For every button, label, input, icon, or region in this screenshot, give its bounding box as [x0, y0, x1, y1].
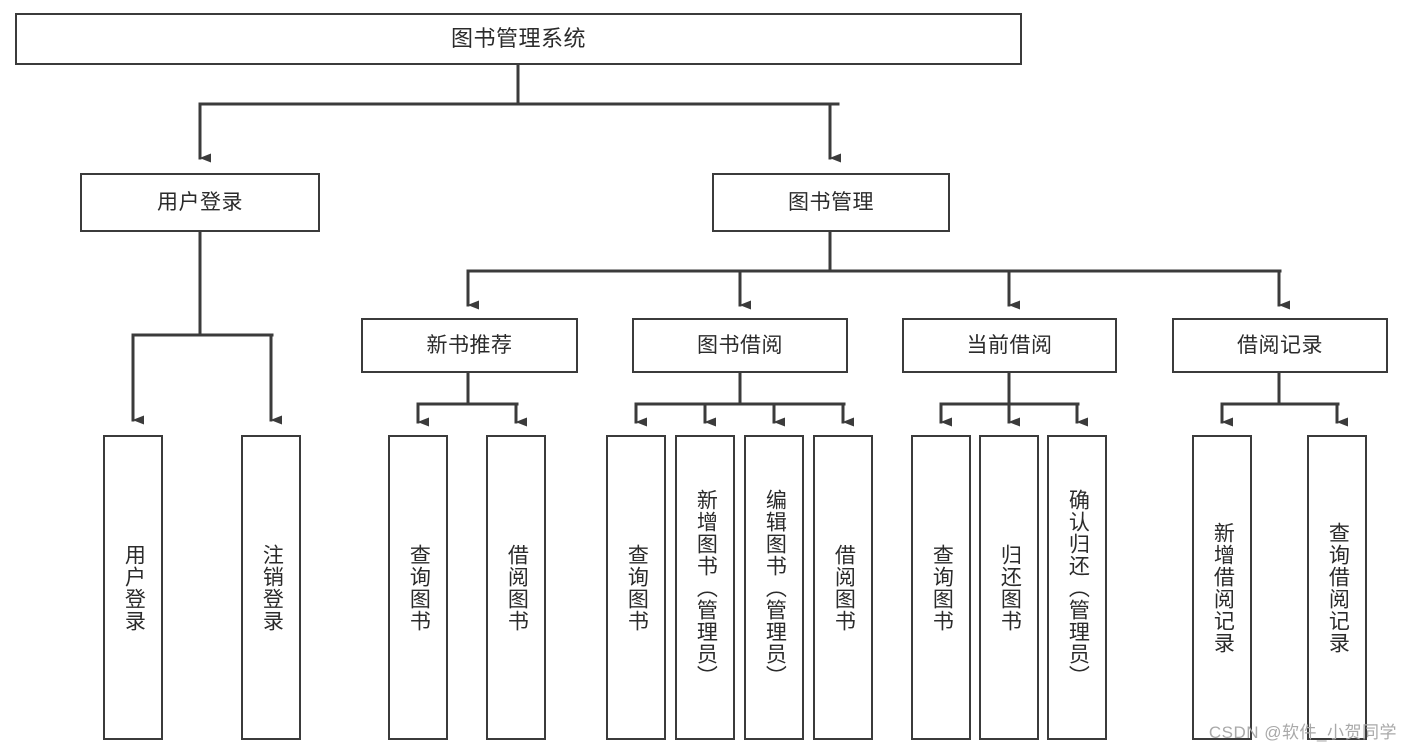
node-leaf-query-book-recommend[interactable]: 查询图书 — [388, 435, 448, 740]
node-label: 注销登录 — [260, 543, 284, 632]
node-leaf-user-logout[interactable]: 注销登录 — [241, 435, 301, 740]
node-label: 借阅图书 — [505, 543, 529, 632]
node-book-management[interactable]: 图书管理 — [712, 173, 950, 232]
node-leaf-add-borrow-record[interactable]: 新增借阅记录 — [1192, 435, 1252, 740]
node-label: 图书借阅 — [697, 333, 783, 357]
node-label: 图书管理 — [788, 190, 874, 214]
node-leaf-borrow-book-recommend[interactable]: 借阅图书 — [486, 435, 546, 740]
node-label: 查询图书 — [930, 543, 954, 632]
node-label: 用户登录 — [157, 190, 243, 214]
node-book-borrow[interactable]: 图书借阅 — [632, 318, 848, 373]
node-leaf-lend-book[interactable]: 借阅图书 — [813, 435, 873, 740]
node-current-borrow[interactable]: 当前借阅 — [902, 318, 1117, 373]
node-label: 当前借阅 — [966, 333, 1053, 357]
node-leaf-query-borrow-record[interactable]: 查询借阅记录 — [1307, 435, 1367, 740]
node-label: 用户登录 — [122, 543, 146, 632]
node-leaf-user-login[interactable]: 用户登录 — [103, 435, 163, 740]
node-root-book-management-system[interactable]: 图书管理系统 — [15, 13, 1022, 65]
node-label: 查询借阅记录 — [1326, 521, 1350, 654]
node-new-book-recommend[interactable]: 新书推荐 — [361, 318, 578, 373]
node-label: 归还图书 — [998, 543, 1022, 632]
node-leaf-query-book[interactable]: 查询图书 — [606, 435, 666, 740]
node-label: 新书推荐 — [426, 333, 513, 357]
node-label: 借阅图书 — [832, 543, 856, 632]
node-label: 确认归还（管理员） — [1066, 488, 1090, 687]
node-leaf-query-book-current[interactable]: 查询图书 — [911, 435, 971, 740]
node-label: 编辑图书（管理员） — [763, 488, 787, 687]
node-label: 新增借阅记录 — [1211, 521, 1235, 654]
csdn-watermark: CSDN @软件_小贺同学 — [1208, 723, 1397, 742]
node-label: 查询图书 — [625, 543, 649, 632]
node-leaf-return-book[interactable]: 归还图书 — [979, 435, 1039, 740]
node-leaf-confirm-return-admin[interactable]: 确认归还（管理员） — [1047, 435, 1107, 740]
node-borrow-record[interactable]: 借阅记录 — [1172, 318, 1388, 373]
node-label: 借阅记录 — [1237, 333, 1323, 357]
node-label: 新增图书（管理员） — [694, 488, 718, 687]
node-user-login[interactable]: 用户登录 — [80, 173, 320, 232]
node-leaf-edit-book-admin[interactable]: 编辑图书（管理员） — [744, 435, 804, 740]
node-leaf-add-book-admin[interactable]: 新增图书（管理员） — [675, 435, 735, 740]
node-label: 图书管理系统 — [450, 25, 586, 51]
node-label: 查询图书 — [407, 543, 431, 632]
